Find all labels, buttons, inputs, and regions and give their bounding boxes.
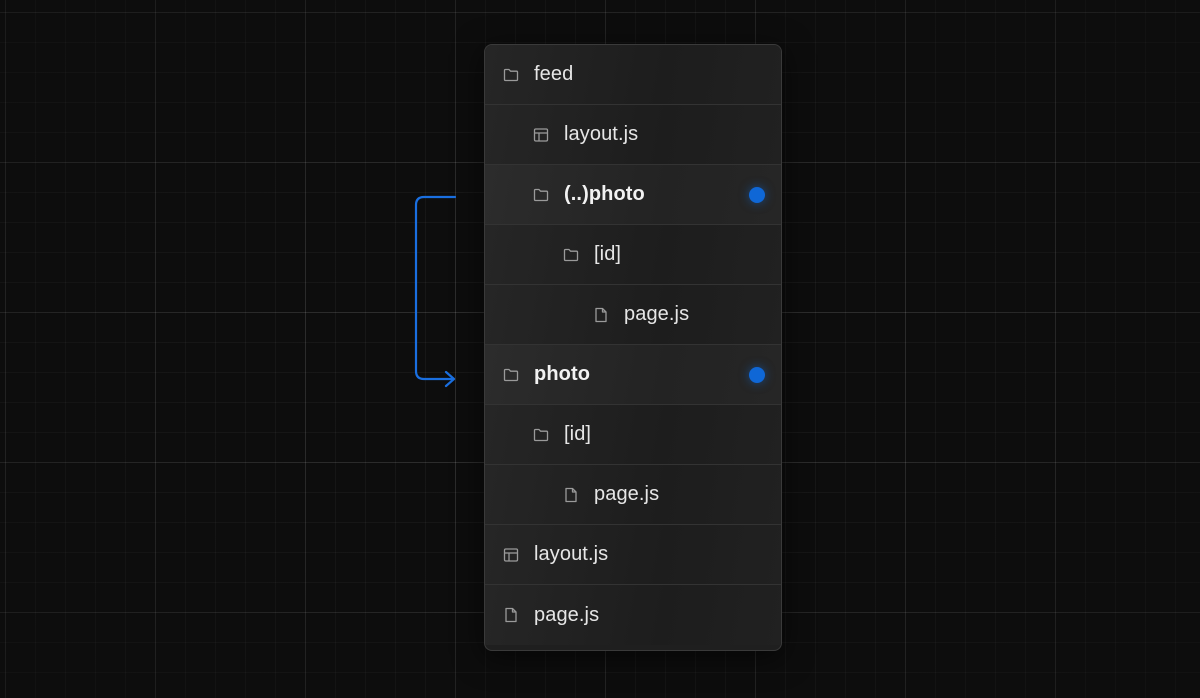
folder-icon bbox=[562, 246, 580, 264]
tree-row-layout-js[interactable]: layout.js bbox=[485, 105, 781, 165]
tree-item-label: photo bbox=[534, 363, 591, 385]
tree-row-id[interactable]: [id] bbox=[485, 225, 781, 285]
layout-icon bbox=[532, 126, 550, 144]
tree-item-label: [id] bbox=[564, 423, 592, 445]
file-tree-panel: feed layout.js (..)photo [id] page.js photo [i… bbox=[484, 44, 782, 651]
tree-item-label: page.js bbox=[624, 303, 690, 325]
file-icon bbox=[592, 306, 610, 324]
tree-row-feed[interactable]: feed bbox=[485, 45, 781, 105]
layout-icon bbox=[502, 546, 520, 564]
tree-row-photo[interactable]: (..)photo bbox=[485, 165, 781, 225]
active-indicator-dot bbox=[749, 186, 765, 203]
tree-item-label: layout.js bbox=[564, 123, 639, 145]
tree-row-id[interactable]: [id] bbox=[485, 405, 781, 465]
tree-item-label: page.js bbox=[534, 603, 600, 626]
active-indicator-dot bbox=[749, 366, 765, 383]
tree-item-label: page.js bbox=[594, 483, 660, 505]
folder-icon bbox=[532, 426, 550, 444]
folder-icon bbox=[502, 66, 520, 84]
folder-icon bbox=[502, 366, 520, 384]
tree-row-photo[interactable]: photo bbox=[485, 345, 781, 405]
tree-item-label: [id] bbox=[594, 243, 622, 265]
tree-item-label: feed bbox=[534, 63, 574, 85]
file-icon bbox=[502, 606, 520, 624]
tree-item-label: layout.js bbox=[534, 543, 609, 565]
folder-icon bbox=[532, 186, 550, 204]
tree-row-layout-js[interactable]: layout.js bbox=[485, 525, 781, 585]
tree-row-page-js[interactable]: page.js bbox=[485, 585, 781, 645]
tree-item-label: (..)photo bbox=[564, 183, 645, 205]
file-icon bbox=[562, 486, 580, 504]
tree-row-page-js[interactable]: page.js bbox=[485, 285, 781, 345]
tree-row-page-js[interactable]: page.js bbox=[485, 465, 781, 525]
intercept-connector-arrow bbox=[414, 195, 457, 388]
